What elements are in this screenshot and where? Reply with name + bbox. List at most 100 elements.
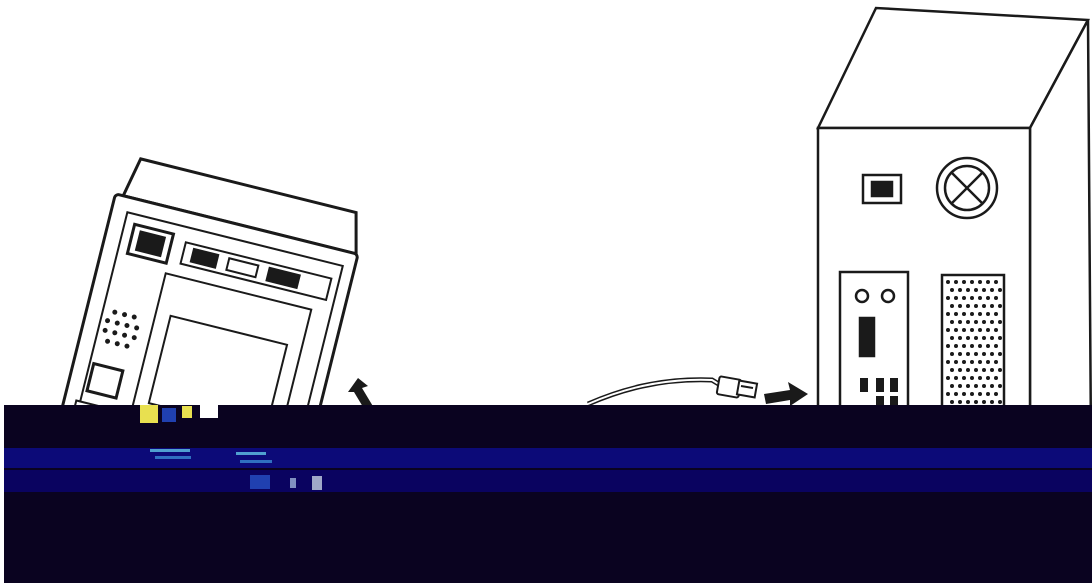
vent-hole: [954, 296, 958, 300]
vent-hole: [978, 392, 982, 396]
vent-hole: [982, 320, 986, 324]
vent-hole: [994, 392, 998, 396]
vent-hole: [974, 336, 978, 340]
vent-hole: [998, 384, 1002, 388]
vent-hole: [946, 376, 950, 380]
vent-hole: [970, 392, 974, 396]
vent-hole: [958, 368, 962, 372]
vent-hole: [962, 376, 966, 380]
vent-hole: [986, 392, 990, 396]
vent-hole: [962, 296, 966, 300]
vent-hole: [962, 328, 966, 332]
vent-hole: [962, 312, 966, 316]
vent-hole: [982, 352, 986, 356]
fan-icon: [937, 158, 997, 218]
vent-hole: [974, 320, 978, 324]
vent-hole: [994, 376, 998, 380]
vent-hole: [946, 344, 950, 348]
vent-hole: [986, 360, 990, 364]
vent-hole: [982, 368, 986, 372]
vent-hole: [978, 376, 982, 380]
vent-hole: [946, 296, 950, 300]
vent-hole: [950, 384, 954, 388]
vent-hole: [954, 392, 958, 396]
vent-hole: [954, 280, 958, 284]
vent-hole: [982, 336, 986, 340]
vent-hole: [990, 384, 994, 388]
vent-hole: [994, 296, 998, 300]
vent-hole: [978, 280, 982, 284]
vent-hole: [946, 280, 950, 284]
vent-hole: [950, 400, 954, 404]
vent-hole: [950, 304, 954, 308]
vent-hole: [982, 288, 986, 292]
vent-hole: [962, 344, 966, 348]
vent-hole: [946, 392, 950, 396]
usb-cable-icon: [588, 380, 722, 404]
power-socket-icon: [863, 175, 901, 203]
vent-hole: [974, 288, 978, 292]
vent-hole: [986, 344, 990, 348]
vent-hole: [970, 280, 974, 284]
vent-hole: [998, 336, 1002, 340]
vent-hole: [958, 320, 962, 324]
vent-hole: [966, 352, 970, 356]
vent-hole: [954, 360, 958, 364]
vent-hole: [970, 376, 974, 380]
vent-hole: [978, 312, 982, 316]
vent-hole: [958, 400, 962, 404]
vent-hole: [946, 360, 950, 364]
vent-hole: [962, 360, 966, 364]
vent-hole: [970, 312, 974, 316]
vent-hole: [958, 304, 962, 308]
vent-hole: [958, 288, 962, 292]
vent-hole: [998, 400, 1002, 404]
vent-hole: [998, 304, 1002, 308]
vent-hole: [958, 336, 962, 340]
vent-hole: [990, 400, 994, 404]
vent-hole: [962, 280, 966, 284]
vent-hole: [970, 328, 974, 332]
vent-hole: [966, 400, 970, 404]
vent-hole: [966, 384, 970, 388]
vent-hole: [958, 352, 962, 356]
vent-hole: [950, 368, 954, 372]
vent-hole: [950, 336, 954, 340]
vent-hole: [946, 312, 950, 316]
vent-hole: [990, 304, 994, 308]
vent-hole: [986, 296, 990, 300]
vent-hole: [994, 328, 998, 332]
vent-hole: [998, 368, 1002, 372]
vent-hole: [978, 328, 982, 332]
vent-hole: [966, 336, 970, 340]
vent-hole: [998, 288, 1002, 292]
vent-hole: [982, 400, 986, 404]
usb-a-plug-icon: [717, 376, 757, 398]
vent-hole: [966, 368, 970, 372]
vent-hole: [954, 312, 958, 316]
vent-hole: [978, 344, 982, 348]
vent-hole: [994, 280, 998, 284]
vent-hole: [970, 360, 974, 364]
vent-hole: [950, 288, 954, 292]
vent-hole: [954, 344, 958, 348]
vent-hole: [998, 352, 1002, 356]
vent-hole: [986, 312, 990, 316]
vent-hole: [998, 320, 1002, 324]
vent-hole: [990, 320, 994, 324]
vent-hole: [962, 392, 966, 396]
vent-hole: [966, 288, 970, 292]
vent-hole: [990, 368, 994, 372]
vent-hole: [990, 288, 994, 292]
vent-hole: [994, 344, 998, 348]
vent-hole: [994, 312, 998, 316]
vent-hole: [986, 328, 990, 332]
vent-hole: [974, 304, 978, 308]
vent-hole: [974, 400, 978, 404]
vent-hole: [982, 304, 986, 308]
vent-hole: [946, 328, 950, 332]
corrupted-image-band: [4, 404, 1092, 583]
vent-hole: [982, 384, 986, 388]
vent-hole: [966, 320, 970, 324]
